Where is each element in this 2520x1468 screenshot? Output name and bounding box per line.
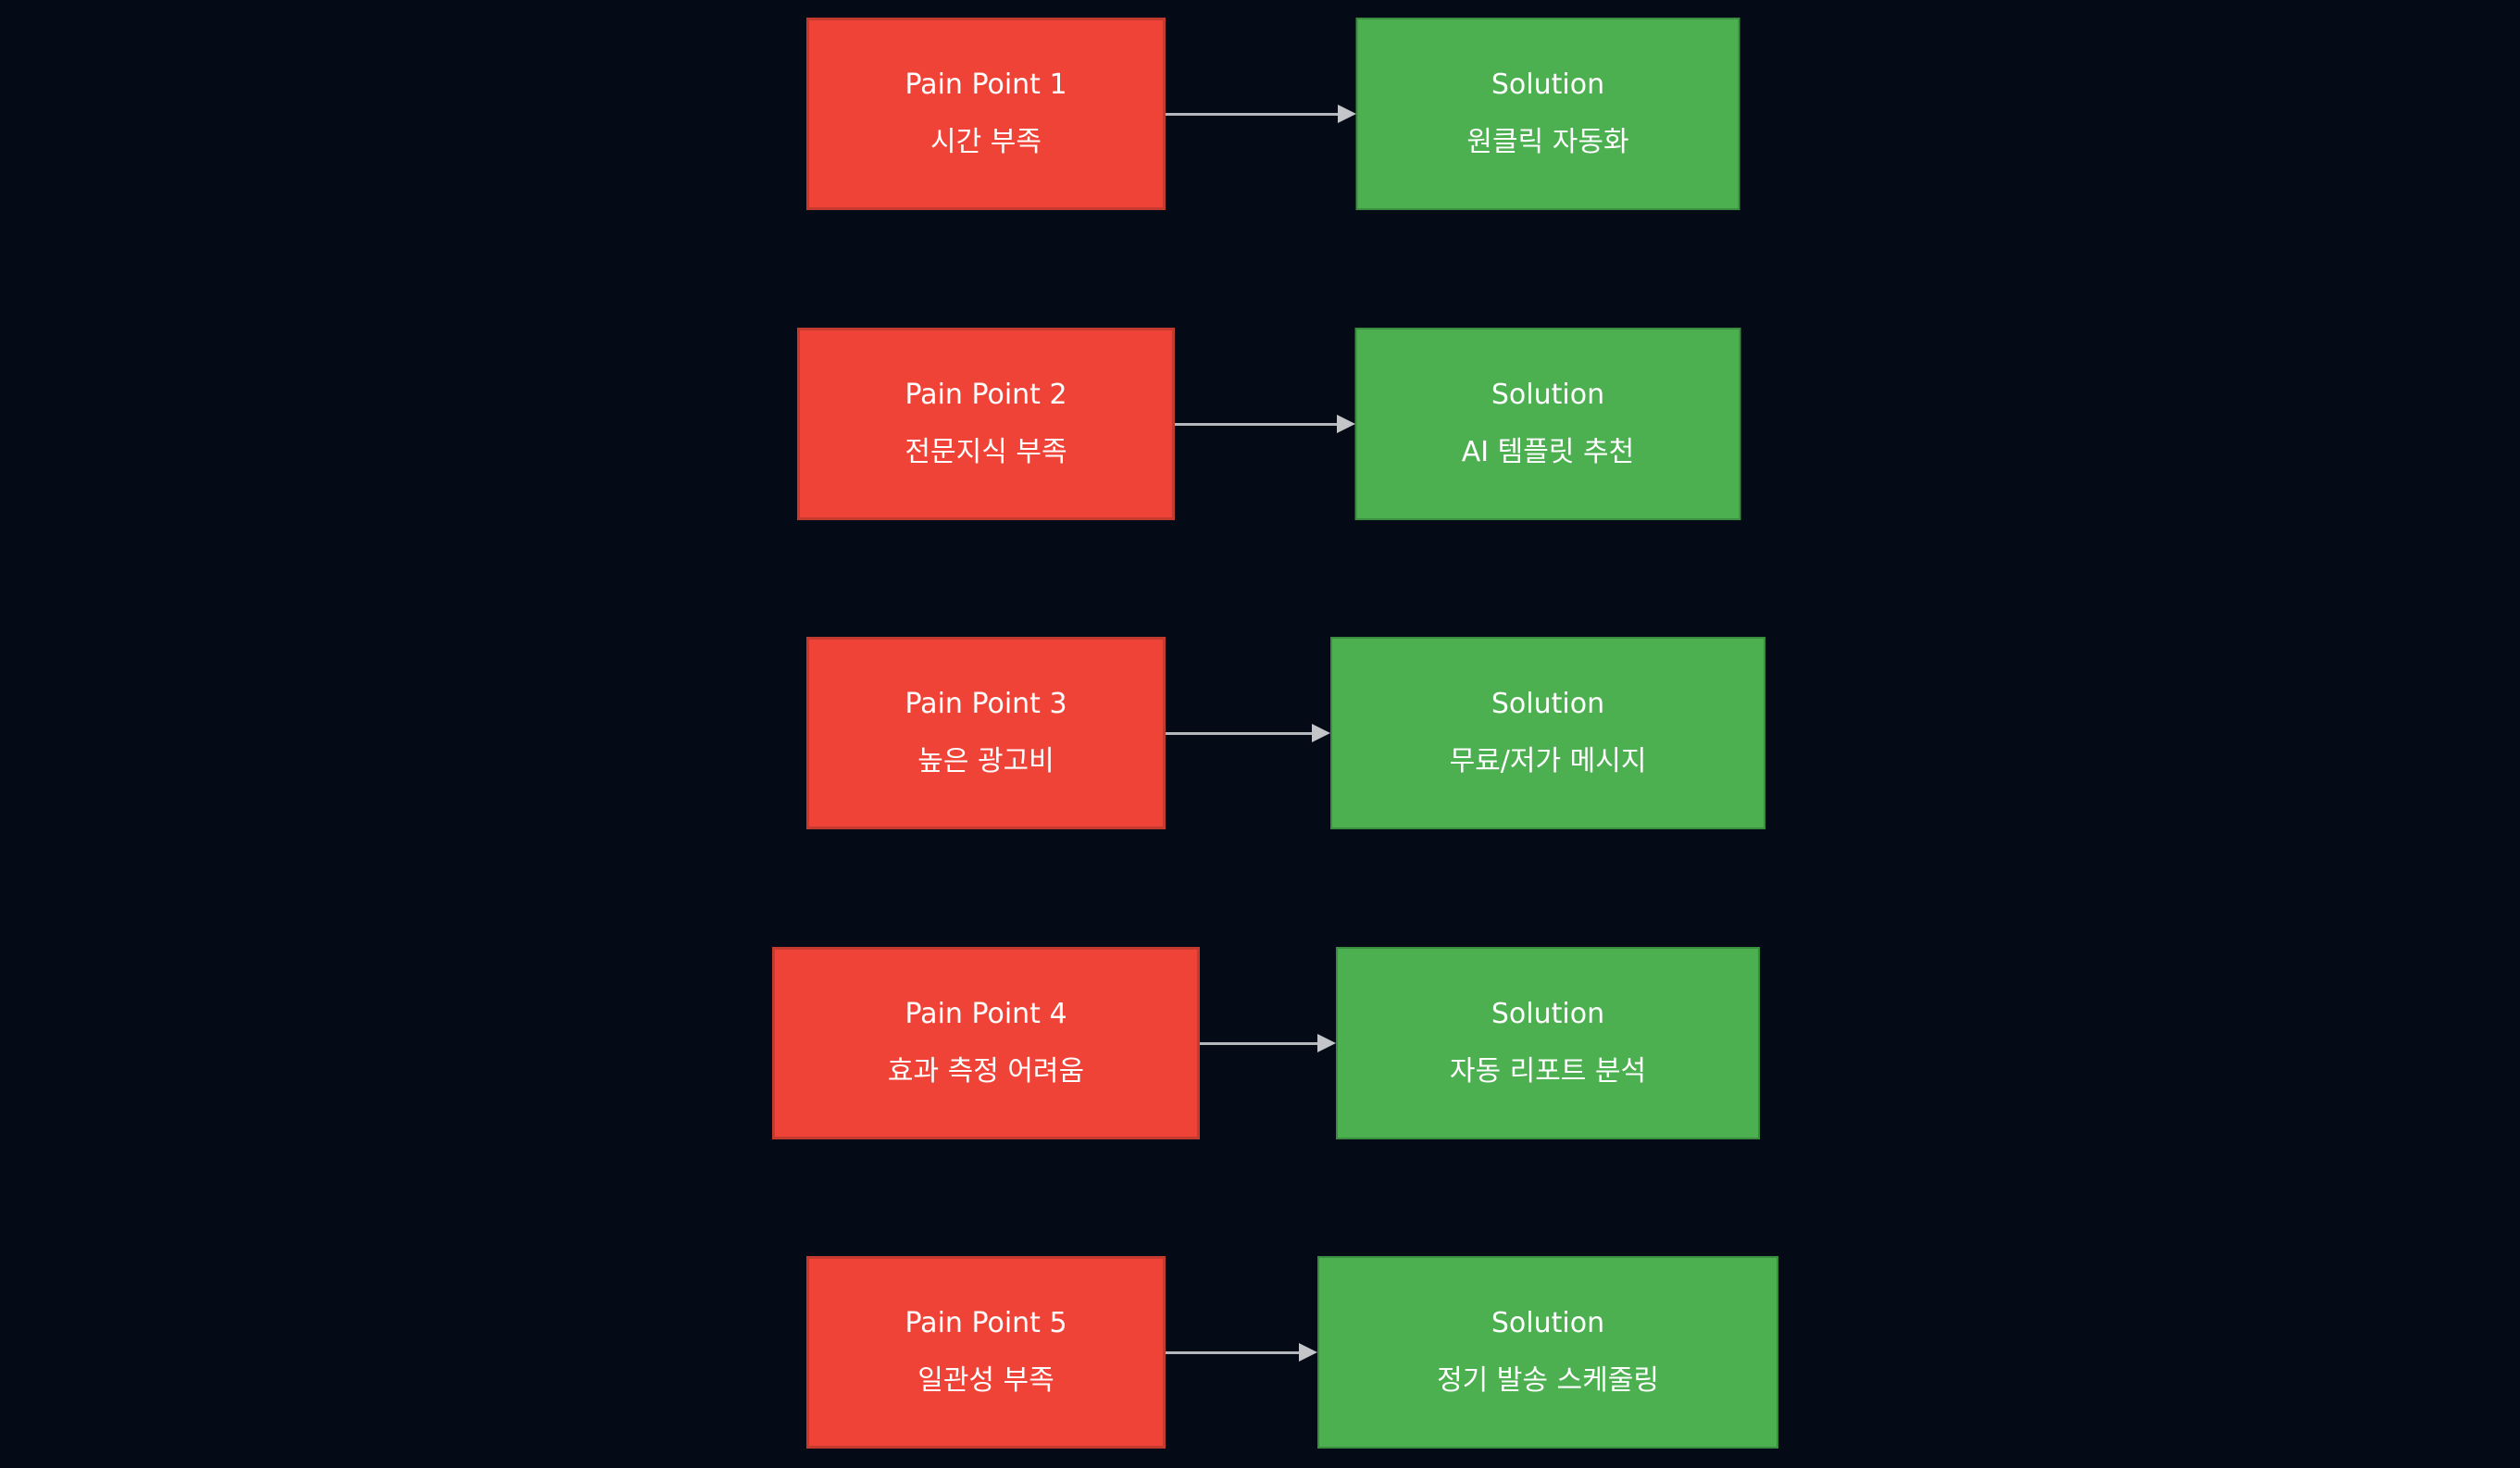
solution-title: Solution xyxy=(1491,68,1605,101)
flow-row: Pain Point 1 시간 부족 Solution 원클릭 자동화 xyxy=(0,18,2520,210)
solution-label: 원클릭 자동화 xyxy=(1466,126,1629,158)
solution-label: 무료/저가 메시지 xyxy=(1449,745,1647,778)
flow-row: Pain Point 4 효과 측정 어려움 Solution 자동 리포트 분… xyxy=(0,947,2520,1139)
pain-point-node: Pain Point 2 전문지식 부족 xyxy=(797,328,1175,520)
solution-node: Solution 자동 리포트 분석 xyxy=(1336,947,1760,1139)
pain-point-label: 시간 부족 xyxy=(930,126,1042,158)
solution-node: Solution AI 템플릿 추천 xyxy=(1354,328,1741,520)
pain-point-node: Pain Point 1 시간 부족 xyxy=(806,18,1166,210)
pain-point-title: Pain Point 2 xyxy=(904,379,1067,411)
solution-node: Solution 원클릭 자동화 xyxy=(1355,18,1740,210)
pain-point-title: Pain Point 3 xyxy=(904,688,1067,720)
solution-title: Solution xyxy=(1491,379,1605,411)
flow-row: Pain Point 3 높은 광고비 Solution 무료/저가 메시지 xyxy=(0,637,2520,829)
pain-point-title: Pain Point 4 xyxy=(904,998,1067,1030)
pain-point-node: Pain Point 3 높은 광고비 xyxy=(806,637,1166,829)
solution-title: Solution xyxy=(1491,688,1605,720)
pain-point-label: 높은 광고비 xyxy=(917,745,1054,778)
solution-title: Solution xyxy=(1491,998,1605,1030)
pain-point-title: Pain Point 1 xyxy=(904,68,1067,101)
solution-label: AI 템플릿 추천 xyxy=(1461,436,1635,468)
pain-point-title: Pain Point 5 xyxy=(904,1307,1067,1339)
solution-node: Solution 무료/저가 메시지 xyxy=(1330,637,1765,829)
flow-row: Pain Point 5 일관성 부족 Solution 정기 발송 스케줄링 xyxy=(0,1256,2520,1449)
pain-point-node: Pain Point 5 일관성 부족 xyxy=(806,1256,1166,1449)
solution-title: Solution xyxy=(1491,1307,1605,1339)
pain-point-label: 효과 측정 어려움 xyxy=(887,1055,1085,1088)
pain-point-label: 일관성 부족 xyxy=(917,1364,1054,1397)
pain-point-node: Pain Point 4 효과 측정 어려움 xyxy=(772,947,1200,1139)
pain-point-label: 전문지식 부족 xyxy=(904,436,1067,468)
solution-label: 정기 발송 스케줄링 xyxy=(1437,1364,1659,1397)
solution-node: Solution 정기 발송 스케줄링 xyxy=(1317,1256,1778,1449)
flow-row: Pain Point 2 전문지식 부족 Solution AI 템플릿 추천 xyxy=(0,328,2520,520)
solution-label: 자동 리포트 분석 xyxy=(1449,1055,1647,1088)
